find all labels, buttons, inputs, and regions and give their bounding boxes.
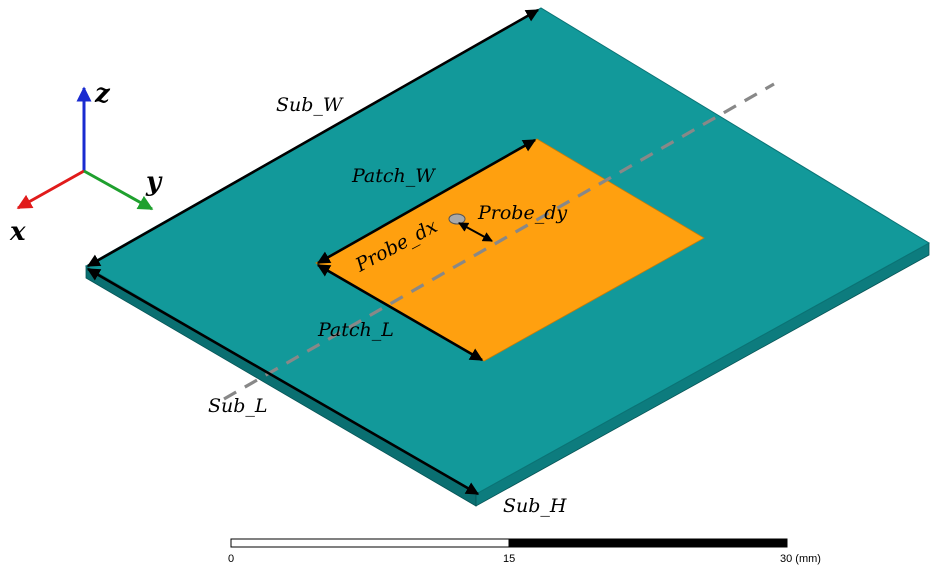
sub-w-dimension-arrow (86, 8, 540, 268)
axis-x-label: x (9, 217, 26, 247)
coordinate-axes: z x y (9, 79, 163, 247)
sub-l-dimension-arrow (86, 267, 480, 496)
label-patch-w: Patch_W (351, 165, 436, 187)
label-patch-l: Patch_L (317, 319, 394, 341)
probe-offset-arrow (458, 222, 493, 242)
scale-tick-15: 15 (503, 553, 515, 565)
axis-x-arrow (16, 169, 85, 210)
axis-z-label: z (94, 79, 111, 109)
patch-w-dimension-arrow (316, 138, 537, 265)
probe-feed-point (448, 213, 466, 225)
label-probe-dy: Probe_dy (477, 202, 567, 224)
axis-y-label: y (145, 167, 163, 197)
scale-tick-0: 0 (228, 553, 234, 565)
scale-tick-30: 30 (mm) (780, 553, 821, 565)
scale-bar-black-segment (508, 538, 788, 548)
label-sub-h: Sub_H (503, 495, 567, 517)
patch-l-dimension-arrow (316, 263, 484, 362)
label-sub-w: Sub_W (276, 94, 344, 116)
axis-y-arrow (83, 169, 154, 211)
label-sub-l: Sub_L (208, 395, 268, 417)
scale-bar-white-segment (230, 538, 510, 548)
scale-bar: 0 15 30 (mm) (228, 538, 821, 565)
